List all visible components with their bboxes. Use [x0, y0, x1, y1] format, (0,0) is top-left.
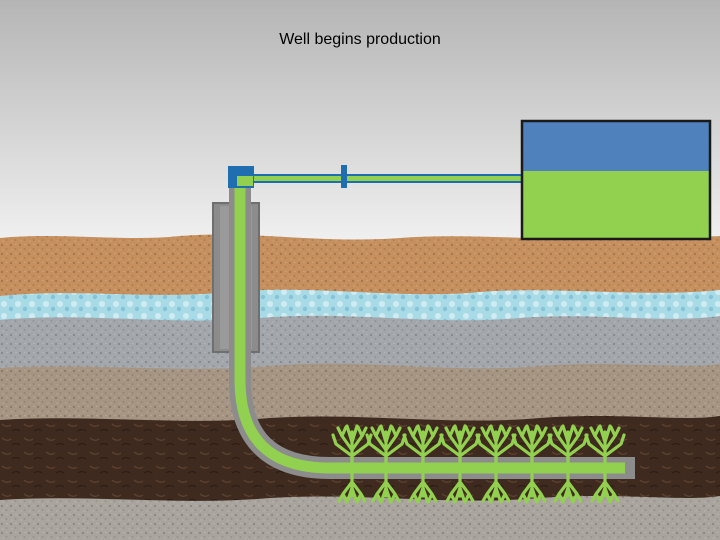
- topsoil-texture: [0, 234, 720, 305]
- fracture-branch-up: [402, 424, 444, 464]
- fracture-branch-down: [481, 472, 511, 504]
- fracture-branch-down: [337, 472, 367, 504]
- fracture-branch-down: [408, 472, 438, 504]
- fracture-fan: [331, 424, 373, 504]
- diagram-caption: Well begins production: [279, 31, 441, 48]
- fracture-branch-down: [445, 472, 475, 504]
- fracture-branch-up: [365, 424, 407, 464]
- gravel-texture: [0, 315, 720, 376]
- fracture-fan: [439, 424, 481, 504]
- flow-line-valve: [341, 165, 347, 188]
- fracture-fan: [402, 424, 444, 504]
- wellhead-outlet: [237, 176, 253, 186]
- fracture-branch-up: [584, 424, 626, 464]
- storage-tank: [520, 119, 712, 241]
- tank-outline: [520, 119, 712, 241]
- fracture-fan: [511, 424, 553, 504]
- fracture-fan: [584, 424, 626, 504]
- tank-product-section: [522, 171, 710, 239]
- fracture-branch-up: [547, 424, 589, 464]
- flow-line: [246, 165, 526, 188]
- fracture-branch-down: [553, 472, 583, 504]
- clay-texture: [0, 363, 720, 426]
- fracture-branch-up: [475, 424, 517, 464]
- fracture-fan: [547, 424, 589, 504]
- fracture-fan: [365, 424, 407, 504]
- fracture-branch-up: [331, 424, 373, 464]
- fracture-branch-up: [511, 424, 553, 464]
- fracture-fan: [475, 424, 517, 504]
- fracture-branch-down: [371, 472, 401, 504]
- fracture-branch-up: [439, 424, 481, 464]
- bedrock-texture: [0, 496, 720, 540]
- flow-line-fill: [246, 176, 526, 181]
- fracture-network: [331, 424, 626, 504]
- production-tubing: [234, 180, 625, 474]
- tank-water-section: [522, 121, 710, 171]
- fracture-branch-down: [517, 472, 547, 504]
- fracture-branch-down: [590, 472, 620, 504]
